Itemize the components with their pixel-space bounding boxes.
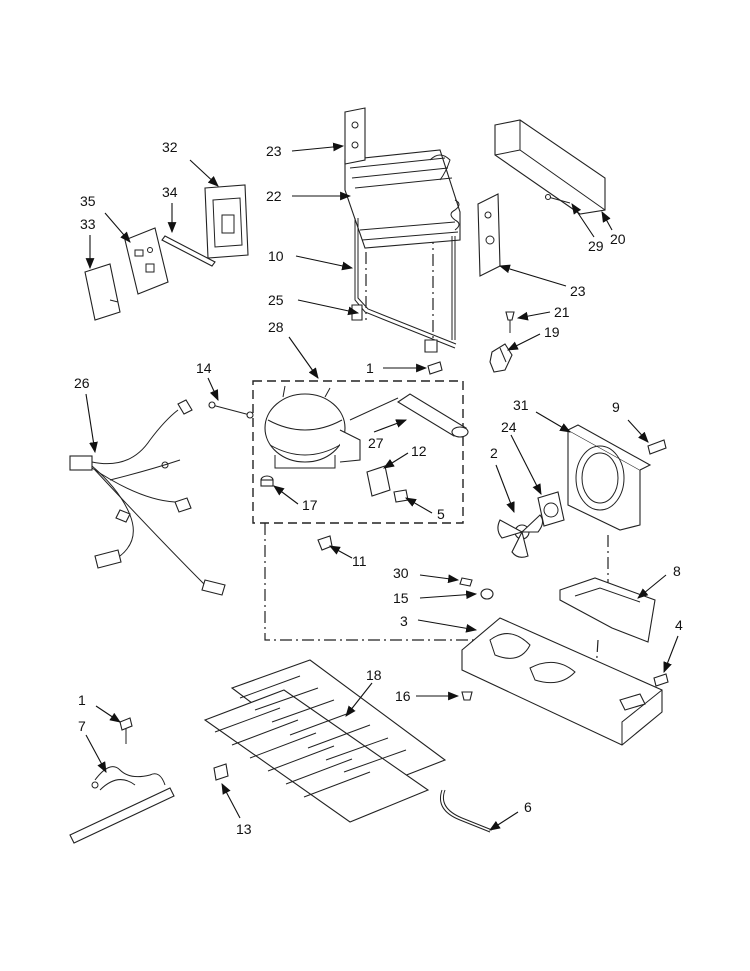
callout-30: 30 [393,565,409,581]
callout-26: 26 [74,375,90,391]
callout-20: 20 [610,231,626,247]
callout-7: 7 [78,718,86,734]
callout-19: 19 [544,324,560,340]
spacer-30 [459,577,473,587]
callout-9: 9 [612,399,620,415]
callout-15: 15 [393,590,409,606]
callout-8: 8 [673,563,681,579]
screw-1-lower [119,717,133,744]
overload-5 [393,489,409,503]
callout-10: 10 [268,248,284,264]
callout-12: 12 [411,443,427,459]
filter-drier-27 [349,393,469,438]
screw-29 [544,193,571,204]
callout-1-upper: 1 [366,360,374,376]
callout-25: 25 [268,292,284,308]
callout-leaders [85,142,679,831]
fan-blade-2 [497,514,544,558]
grommet-15 [480,588,494,600]
callout-5: 5 [437,506,445,522]
screw-9 [647,439,667,455]
callout-23-right: 23 [570,283,586,299]
condenser-coil-18 [203,659,447,823]
control-board-35 [124,227,169,295]
evaporator-coil-22 [344,149,461,249]
power-harness-7 [69,766,175,844]
tube-6 [440,789,493,833]
insulator-strip-34 [161,235,216,267]
callout-34: 34 [162,184,178,200]
callout-22: 22 [266,188,282,204]
evaporator-bracket-23-left [344,107,366,165]
evaporator-bracket-23-right [477,193,501,277]
callout-16: 16 [395,688,411,704]
callout-17: 17 [302,497,318,513]
callout-24: 24 [501,419,517,435]
callout-35: 35 [80,193,96,209]
screw-4 [653,673,669,687]
base-pan-3 [461,617,663,746]
control-bracket-32 [204,184,249,259]
compressor-assembly-boundary [252,380,464,524]
strap-14 [208,401,254,419]
callout-2: 2 [490,445,498,461]
callout-4: 4 [675,617,683,633]
callout-6: 6 [524,799,532,815]
callout-21: 21 [554,304,570,320]
callout-14: 14 [196,360,212,376]
screw-1-upper [427,361,443,375]
callout-27: 27 [368,435,384,451]
callout-32: 32 [162,139,178,155]
screw-21 [505,311,515,333]
grommet-17 [260,475,274,487]
start-relay-12 [366,465,391,497]
clip-13 [213,763,229,781]
wire-harness-26 [69,399,226,596]
callout-1-lower: 1 [78,692,86,708]
clip-19 [489,343,513,373]
callout-labels: 32 34 35 33 23 22 10 25 28 23 29 20 21 1… [74,139,683,837]
base-bracket-8 [559,577,656,643]
fan-motor-24 [537,491,565,527]
fan-shroud-31 [567,424,652,531]
compressor-28 [264,385,361,469]
callout-13: 13 [236,821,252,837]
callout-11: 11 [352,553,367,569]
callout-18: 18 [366,667,382,683]
drain-trough-20 [494,119,606,215]
callout-29: 29 [588,238,604,254]
callout-33: 33 [80,216,96,232]
callout-3: 3 [400,613,408,629]
callout-31: 31 [513,397,529,413]
clip-11 [317,535,333,551]
control-cover-33 [84,263,121,321]
callout-23-top: 23 [266,143,282,159]
screw-16 [461,691,473,701]
callout-28: 28 [268,319,284,335]
